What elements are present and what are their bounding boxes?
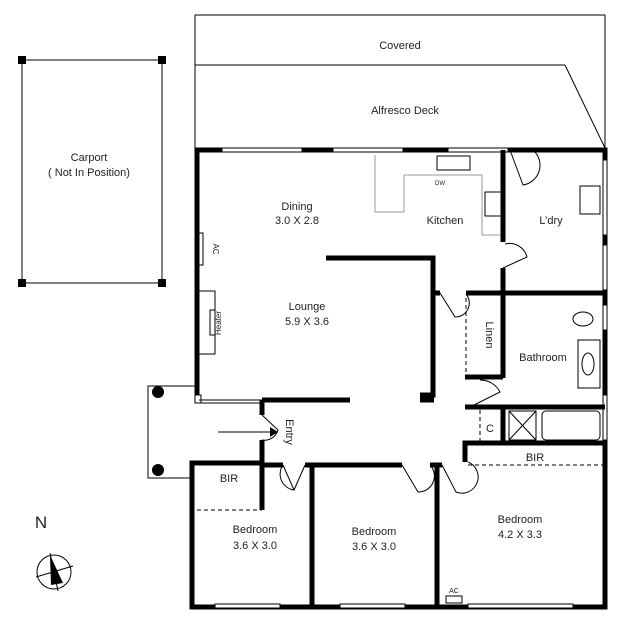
bedroom3-label: Bedroom bbox=[498, 514, 543, 526]
bathroom-label: Bathroom bbox=[519, 352, 567, 364]
walls: DW bbox=[189, 147, 608, 610]
heater-label: Heater bbox=[214, 311, 223, 335]
north-label: N bbox=[35, 513, 47, 532]
bedroom1-size: 3.6 X 3.0 bbox=[233, 540, 277, 552]
carport-note: ( Not In Position) bbox=[48, 167, 130, 179]
laundry-label: L’dry bbox=[539, 215, 563, 227]
dining-label: Dining bbox=[281, 201, 312, 213]
dining-size: 3.0 X 2.8 bbox=[275, 215, 319, 227]
alfresco-label: Alfresco Deck bbox=[371, 105, 439, 117]
dishwasher-label: DW bbox=[435, 181, 445, 187]
carport: Carport ( Not In Position) bbox=[18, 56, 166, 287]
bedroom3-size: 4.2 X 3.3 bbox=[498, 529, 542, 541]
carport-label: Carport bbox=[71, 152, 108, 164]
bedroom1-label: Bedroom bbox=[233, 524, 278, 536]
kitchen-label: Kitchen bbox=[427, 215, 464, 227]
linen-label: Linen bbox=[483, 322, 495, 349]
covered-label: Covered bbox=[379, 40, 421, 52]
alfresco-deck: Covered Alfresco Deck bbox=[194, 14, 606, 149]
ac-bedroom-label: AC bbox=[449, 588, 459, 595]
lounge-size: 5.9 X 3.6 bbox=[285, 316, 329, 328]
bir-left-label: BIR bbox=[220, 473, 238, 485]
entry-porch bbox=[147, 385, 278, 479]
entry-label: Entry bbox=[283, 419, 295, 445]
cupboard-label: C bbox=[486, 423, 494, 435]
compass-icon bbox=[35, 552, 74, 592]
bedroom2-label: Bedroom bbox=[352, 526, 397, 538]
bir-right-label: BIR bbox=[526, 452, 544, 464]
ac-label: AC bbox=[211, 243, 220, 254]
bedroom2-size: 3.6 X 3.0 bbox=[352, 541, 396, 553]
lounge-label: Lounge bbox=[289, 301, 326, 313]
